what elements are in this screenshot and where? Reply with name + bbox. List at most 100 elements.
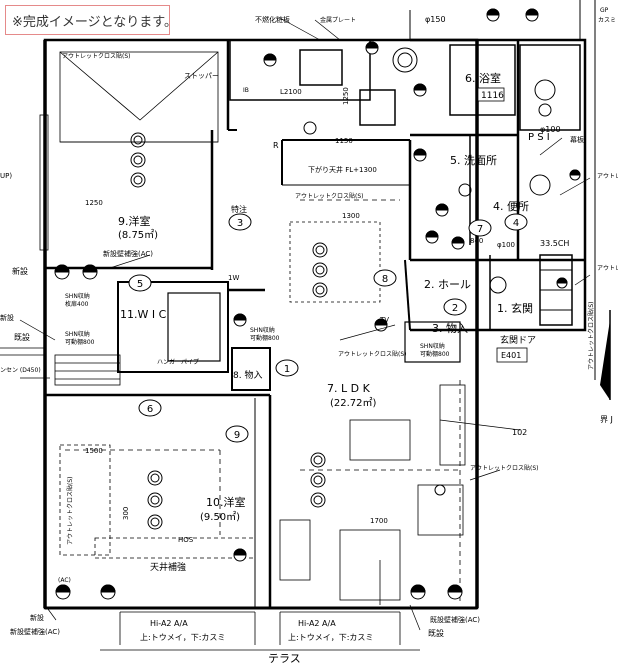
label-metal-plate: 金属プレート xyxy=(320,16,356,24)
room-western-1-area: (8.75㎡) xyxy=(118,229,158,241)
room-ldk-area: (22.72㎡) xyxy=(330,397,377,409)
room-ldk: 7. L D K xyxy=(327,382,371,395)
label-phi100-b: φ100 xyxy=(497,241,515,249)
label-ceiling-outlet-4: アウトレットクロス貼(S) xyxy=(470,464,539,472)
dim-300: 300 xyxy=(122,507,130,520)
annotations: 不燃化粧板 金属プレート アウトレットクロス貼(S) アウトレットクロス貼(S)… xyxy=(0,7,618,642)
label-outlet-right: アウトレット xyxy=(597,264,618,272)
dim-1250: 1250 xyxy=(85,199,103,207)
label-outlet-vertical-right: アウトレットクロス貼(S) xyxy=(587,302,595,371)
callout-2: 2 xyxy=(452,303,458,314)
label-fl-note: 33.5CH xyxy=(540,239,569,248)
callout-6: 6 xyxy=(147,404,153,415)
dim-1700: 1700 xyxy=(370,517,388,525)
room-toilet: 4. 便所 xyxy=(493,200,529,213)
label-shin-storage-1: SHN収納 xyxy=(65,292,90,300)
label-ib: IB xyxy=(243,87,249,94)
light-fixtures xyxy=(130,47,556,530)
dim-1250-b: 1250 xyxy=(342,87,350,105)
dim-1300: 1300 xyxy=(342,212,360,220)
label-ceiling-reinforce: 天井補強 xyxy=(150,561,186,573)
label-outlet-right-2: アウトレット xyxy=(597,172,618,180)
label-stopper: ストッパー xyxy=(184,72,219,80)
label-shin-storage-4: SHN収納 xyxy=(420,342,445,350)
fixture-kitchen xyxy=(303,47,556,496)
room-entrance: 1. 玄関 xyxy=(497,301,533,315)
callout-1: 1 xyxy=(284,364,290,375)
label-window-right-sub: 上:トウメイ，下:カスミ xyxy=(288,633,373,642)
label-1w: 1W xyxy=(228,274,239,282)
label-up-arrow: UP) xyxy=(0,172,12,180)
label-movable-1: 枚扉400 xyxy=(65,300,89,308)
label-new-left-2: 新設 xyxy=(0,313,14,322)
entrance-arrow xyxy=(600,310,611,400)
label-movable-4: 可動棚800 xyxy=(420,350,450,358)
label-window-right: Hi-A2 A/A xyxy=(298,619,336,628)
label-down-ceiling: 下がり天井 FL+1300 xyxy=(308,165,377,174)
label-new: 新設 xyxy=(12,266,28,276)
label-boundary: 界 J xyxy=(600,415,613,424)
label-shin-storage-2: SHN収納 xyxy=(65,330,90,338)
label-fire-board: 不燃化粧板 xyxy=(255,15,290,24)
dim-1150: 1150 xyxy=(335,137,353,145)
label-shin-storage-3: SHN収納 xyxy=(250,326,275,334)
label-ceiling-outlet-1: アウトレットクロス貼(S) xyxy=(62,52,131,60)
room-western-1: 9.洋室 xyxy=(118,214,151,228)
fixture-dining xyxy=(312,242,328,298)
label-r: R xyxy=(273,141,279,150)
dim-1500: 1500 xyxy=(85,447,103,455)
interior-walls xyxy=(45,39,585,608)
callout-4: 4 xyxy=(513,218,519,229)
label-ceiling-outlet-2: アウトレットクロス貼(S) xyxy=(295,192,364,200)
room-storage-8: 8. 物入 xyxy=(233,369,262,381)
callout-7: 7 xyxy=(477,224,483,235)
label-phi100: φ100 xyxy=(540,125,561,134)
dim-2100: L2100 xyxy=(280,88,302,96)
label-outlet-left-vertical: アウトレットクロス貼(S) xyxy=(66,477,74,546)
label-new-left: 新設 xyxy=(30,613,44,622)
label-e401: E401 xyxy=(501,351,521,360)
room-western-2-area: (9.50㎡) xyxy=(200,511,240,523)
label-movable-2: 可動棚800 xyxy=(65,338,95,346)
room-terrace: テラス xyxy=(268,652,301,665)
fixture-ldk xyxy=(310,452,326,508)
label-phi150: φ150 xyxy=(425,15,446,24)
callout-numbers: 1 2 3 4 5 6 7 8 9 xyxy=(137,218,519,441)
callout-3: 3 xyxy=(237,218,243,229)
dim-840: 840 xyxy=(470,237,483,245)
label-existing-3: 幕板 xyxy=(570,135,584,144)
label-gp: GP xyxy=(600,7,609,14)
callout-8: 8 xyxy=(382,274,388,285)
label-existing-1: 既設 xyxy=(14,332,30,342)
room-psi: P S I xyxy=(528,132,550,143)
label-existing-wall: 既設壁補強(AC) xyxy=(430,615,480,624)
detail-lines xyxy=(0,51,521,651)
room-bath: 6. 浴室 xyxy=(465,71,501,85)
label-tv: TV xyxy=(379,316,389,324)
label-new-wall-2: 新設壁補強(AC) xyxy=(10,627,60,636)
label-movable-3: 可動棚800 xyxy=(250,334,280,342)
label-hanger: ハンガーパイプ xyxy=(157,358,199,366)
callout-9: 9 xyxy=(234,430,240,441)
room-western-2: 10.洋室 xyxy=(206,495,246,509)
label-ceiling-outlet-3: アウトレットクロス貼(S) xyxy=(338,350,407,358)
label-d450: ンセン (D450) xyxy=(0,367,41,374)
label-hos: HOS xyxy=(178,536,194,544)
bath-size: 1116 xyxy=(481,91,504,101)
fixture-w2 xyxy=(147,470,163,530)
label-window-left: Hi-A2 A/A xyxy=(150,619,188,628)
label-entrance-door: 玄関ドア xyxy=(500,334,536,346)
label-window-left-sub: 上:トウメイ，下:カスミ xyxy=(140,633,225,642)
fixture-w1 xyxy=(130,132,146,188)
label-special: 特注 xyxy=(231,204,247,214)
label-kasumi: カスミ xyxy=(598,17,616,24)
room-storage-3: 3. 物入 xyxy=(432,321,468,335)
outlet-markers xyxy=(54,8,581,600)
room-hall: 2. ホール xyxy=(424,278,471,291)
room-wic: 11.W I C xyxy=(120,308,167,321)
label-existing-2: 既設 xyxy=(428,628,444,638)
label-102: 102 xyxy=(512,428,527,437)
callouts xyxy=(128,213,528,443)
completion-note: ※完成イメージとなります。 xyxy=(5,5,170,35)
